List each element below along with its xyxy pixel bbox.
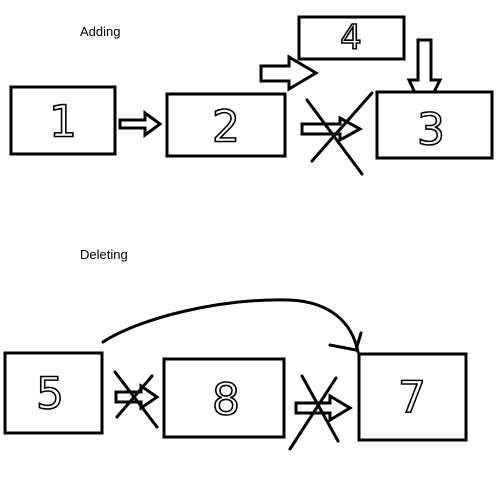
node-4-label: 4 [340,18,362,58]
cross-mark-adding [305,91,374,176]
node-5: 5 [3,351,104,435]
deleting-title: Deleting [80,247,128,262]
node-5-box [3,351,104,435]
node-3-box [375,90,494,160]
bypass-arrowhead [328,331,363,352]
node-8: 8 [162,357,286,439]
node-7-box [357,352,468,442]
cross-mark-5-to-8 [113,370,159,429]
node-7-label: 7 [398,373,426,424]
arrow-2-to-3-removed [300,115,364,143]
node-1-box [9,85,117,156]
node-2-box [165,92,287,158]
arrow-1-to-2 [118,110,163,138]
arrow-5-to-8-removed [114,383,160,411]
cross-mark-8-to-7 [288,374,340,451]
node-2: 2 [165,92,287,158]
node-4-box [297,15,406,61]
node-4: 4 [297,15,406,61]
node-3-label: 3 [417,105,445,156]
adding-section: Adding 1 2 4 3 [9,15,494,176]
node-8-box [162,357,286,439]
node-1-label: 1 [49,97,77,148]
adding-title: Adding [80,24,120,39]
arrow-2-to-4 [259,54,319,92]
node-1: 1 [9,85,117,156]
deleting-section: Deleting 5 8 7 [3,247,468,451]
arrow-8-to-7-removed [294,393,353,423]
node-5-label: 5 [36,369,64,420]
node-8-label: 8 [212,375,240,426]
node-7: 7 [357,352,468,442]
node-2-label: 2 [212,102,240,153]
bypass-arrow-5-to-7 [101,298,360,354]
node-3: 3 [375,90,494,160]
